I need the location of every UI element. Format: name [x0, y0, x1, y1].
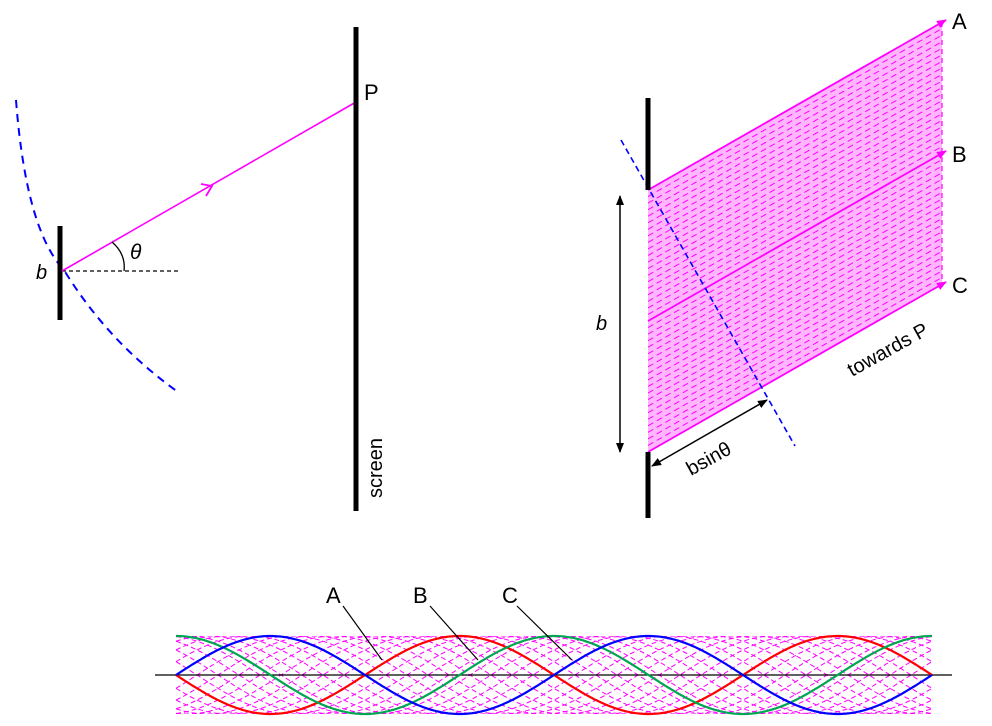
secondary-ray [648, 67, 942, 237]
label-ray-a: A [952, 9, 967, 34]
ray-b [647, 150, 947, 322]
secondary-ray [648, 165, 942, 335]
right-diagram: b bsinθ towards P A B C [596, 9, 968, 518]
label-wave-c: C [502, 583, 518, 608]
secondary-ray [648, 106, 942, 276]
intermediate-waves [176, 636, 933, 714]
leader-c [516, 605, 573, 661]
intermediate-wave [176, 636, 933, 714]
secondary-ray [648, 231, 942, 401]
secondary-ray [648, 178, 942, 348]
intermediate-wave [176, 636, 933, 714]
left-diagram: b θ P screen [15, 27, 387, 511]
label-b-left: b [36, 262, 47, 284]
intermediate-wave [176, 636, 933, 714]
secondary-ray [648, 146, 942, 315]
intermediate-wave [176, 636, 933, 714]
secondary-ray [648, 87, 942, 256]
secondary-ray [648, 185, 942, 355]
secondary-ray [648, 159, 942, 328]
angle-arc [111, 241, 125, 272]
wave-b [176, 634, 932, 716]
secondary-ray [648, 204, 942, 374]
intermediate-wave [176, 636, 933, 714]
label-ray-b: B [952, 142, 967, 167]
wavefront-arc [15, 99, 179, 393]
label-wave-a: A [326, 583, 341, 608]
intermediate-wave [176, 636, 933, 714]
secondary-ray [648, 263, 942, 433]
wave-superposition: A B C [155, 583, 952, 716]
secondary-ray [648, 198, 942, 368]
ray-a [647, 19, 947, 191]
secondary-ray [648, 34, 942, 204]
secondary-ray [648, 237, 942, 407]
label-theta: θ [130, 241, 142, 264]
ray-arrow-icon [200, 183, 214, 197]
secondary-ray [648, 270, 942, 440]
secondary-ray [648, 172, 942, 342]
secondary-ray [648, 73, 942, 243]
secondary-ray [648, 113, 942, 283]
secondary-ray [648, 211, 942, 381]
secondary-ray [648, 93, 942, 263]
secondary-ray [648, 47, 942, 217]
label-wave-b: B [413, 583, 428, 608]
secondary-ray [648, 191, 942, 361]
leader-a [342, 605, 383, 661]
secondary-ray [648, 250, 942, 420]
secondary-ray [648, 277, 942, 446]
wave-c [175, 634, 933, 716]
label-screen: screen [365, 438, 387, 498]
secondary-ray [648, 139, 942, 309]
secondary-ray [648, 28, 942, 197]
secondary-ray [648, 257, 942, 427]
path-difference-arrow-icon [651, 399, 768, 467]
secondary-ray [648, 132, 942, 302]
label-ray-c: C [952, 273, 968, 298]
secondary-ray [648, 224, 942, 394]
label-slit-width: b [596, 313, 607, 335]
secondary-ray [648, 244, 942, 414]
secondary-ray [648, 119, 942, 289]
label-point-p: P [364, 80, 379, 105]
wavefront-line [620, 139, 796, 447]
secondary-ray [648, 80, 942, 250]
secondary-ray [648, 218, 942, 387]
ray-to-p [61, 101, 357, 272]
secondary-ray [648, 100, 942, 270]
intermediate-wave [176, 636, 933, 714]
secondary-ray [648, 54, 942, 224]
intermediate-wave [176, 636, 933, 714]
leader-b [429, 605, 479, 661]
secondary-ray [648, 60, 942, 230]
secondary-ray [648, 126, 942, 296]
secondary-ray [648, 41, 942, 211]
